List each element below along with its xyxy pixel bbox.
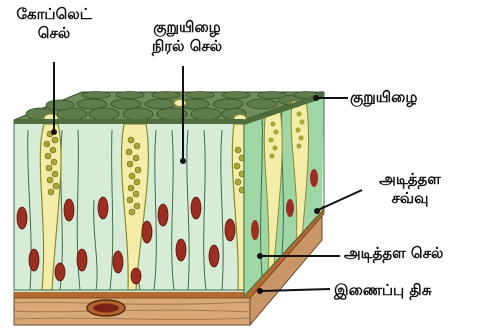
connective-tissue-label: இணைப்பு திசு [334,281,432,300]
front-cell-layer [14,120,245,292]
basement-membrane-label: அடித்தள சவ்வு [366,170,454,208]
cilia-label: குறுயிழை [350,88,417,107]
basal-cell-label: அடித்தள செல் [344,244,443,263]
goblet-cell-label: கோப்லெட் செல் [4,5,104,43]
ciliated-columnar-cell-label: குறுயிழை நிரல் செல் [132,18,242,56]
